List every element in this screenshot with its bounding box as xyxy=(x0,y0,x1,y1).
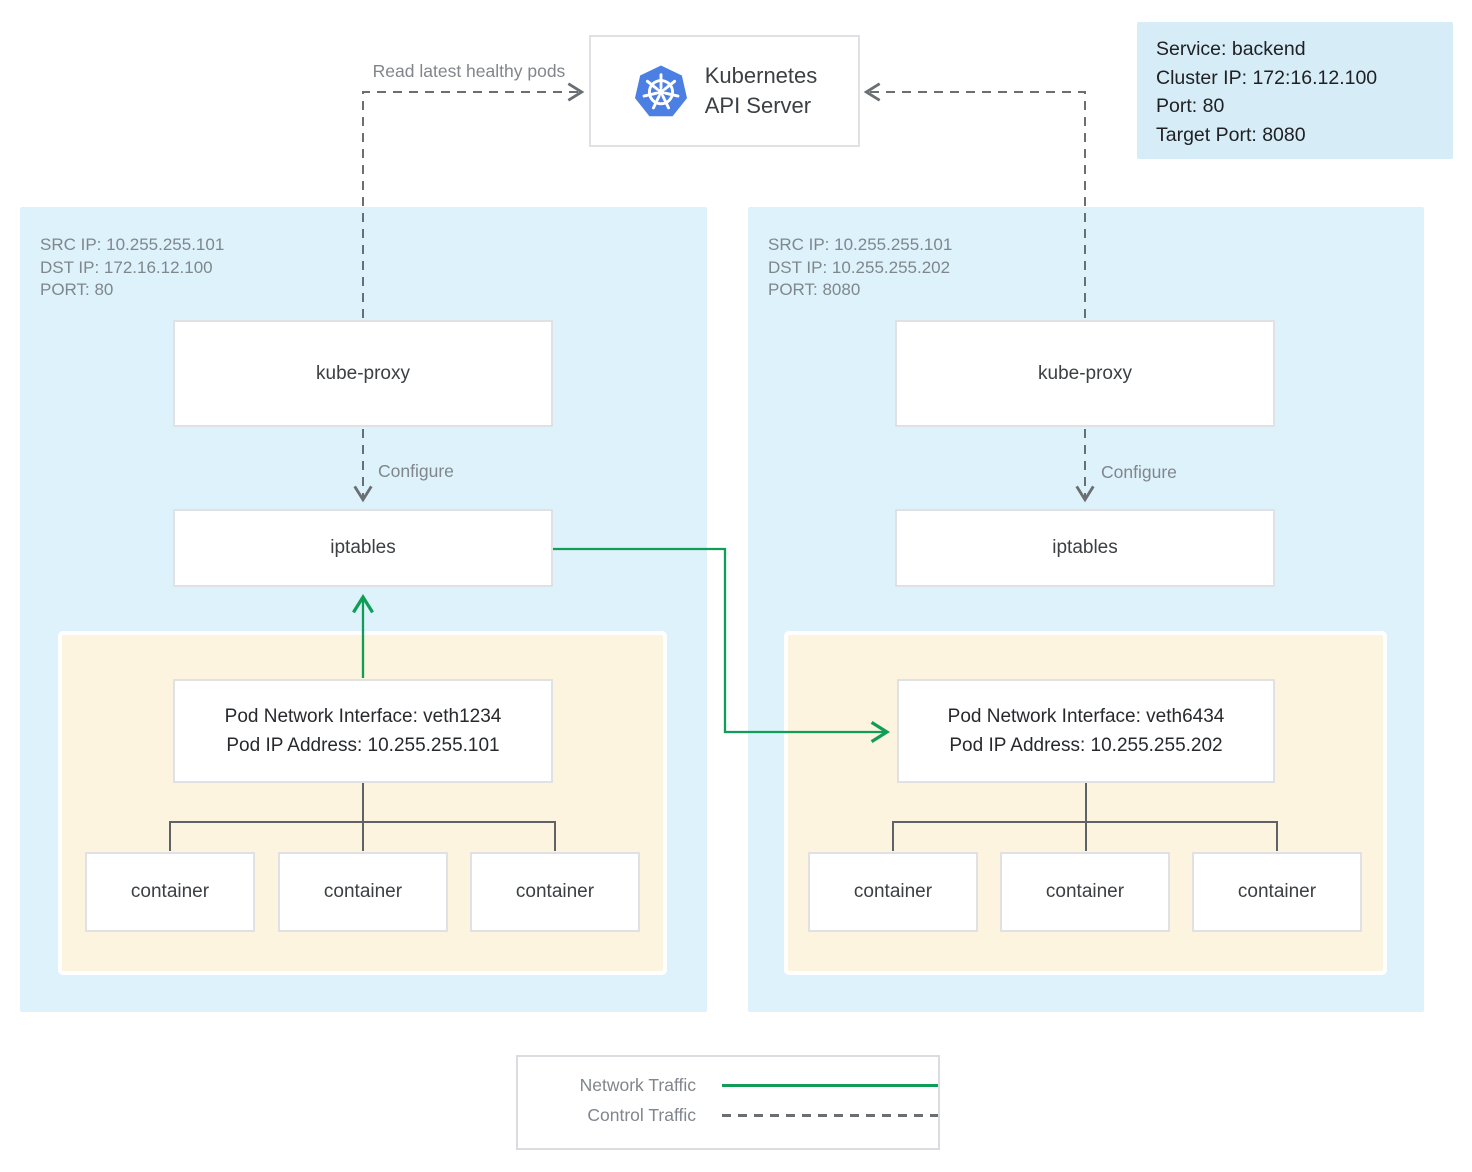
service-port: Port: 80 xyxy=(1156,95,1225,117)
pod-interface-right-box: Pod Network Interface: veth6434 Pod IP A… xyxy=(897,679,1275,783)
control-traffic-line xyxy=(722,1114,938,1117)
kubernetes-logo-icon xyxy=(634,65,687,117)
service-target-port: Target Port: 8080 xyxy=(1156,123,1306,146)
container-box: container xyxy=(1000,852,1170,932)
network-traffic-line xyxy=(722,1084,938,1087)
service-name: Service: backend xyxy=(1156,38,1306,60)
iptables-right-box: iptables xyxy=(895,509,1275,587)
legend-network-label: Network Traffic xyxy=(579,1075,696,1095)
legend-control-label: Control Traffic xyxy=(587,1105,696,1125)
container-box: container xyxy=(85,852,255,932)
node-left-header: SRC IP: 10.255.255.101 DST IP: 172.16.12… xyxy=(40,235,225,299)
legend-control-row: Control Traffic xyxy=(518,1105,938,1126)
kube-proxy-left-box: kube-proxy xyxy=(173,320,553,427)
container-box: container xyxy=(1192,852,1362,932)
legend-network-row: Network Traffic xyxy=(518,1075,938,1096)
container-box: container xyxy=(808,852,978,932)
service-info-box: Service: backend Cluster IP: 172:16.12.1… xyxy=(1137,22,1453,159)
container-box: container xyxy=(470,852,640,932)
kube-proxy-right-box: kube-proxy xyxy=(895,320,1275,427)
pod-interface-left-box: Pod Network Interface: veth1234 Pod IP A… xyxy=(173,679,553,783)
legend-box: Network Traffic Control Traffic xyxy=(516,1055,940,1150)
read-latest-healthy-pods-label: Read latest healthy pods xyxy=(373,61,566,81)
node-right-header: SRC IP: 10.255.255.101 DST IP: 10.255.25… xyxy=(768,235,953,299)
container-box: container xyxy=(278,852,448,932)
api-server-title: Kubernetes API Server xyxy=(704,63,818,118)
iptables-left-box: iptables xyxy=(173,509,553,587)
service-cluster-ip: Cluster IP: 172:16.12.100 xyxy=(1156,66,1378,89)
kubernetes-api-server-box: Kubernetes API Server xyxy=(589,35,860,147)
